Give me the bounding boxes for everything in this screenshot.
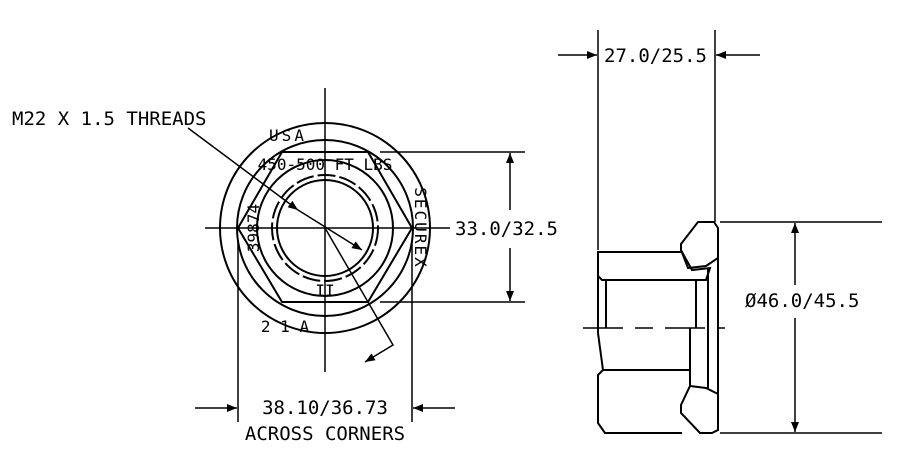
thread-label: M22 X 1.5 THREADS (12, 108, 206, 130)
section-hatch-top (597, 251, 712, 281)
diameter-dimension: Ø46.0/45.5 (745, 290, 859, 312)
front-view: USA 450-500 FT LBS SECUREX 39874 II 2 1 … (12, 88, 558, 445)
stamp-part-number: 39874 (244, 204, 263, 252)
thread-leader (187, 127, 299, 211)
across-corners-caption: ACROSS CORNERS (245, 423, 405, 445)
hex-chamfer-circle (256, 159, 394, 297)
side-view: 27.0/25.5 Ø46.0/45.5 (558, 30, 882, 434)
thread-minor-circle (276, 179, 374, 277)
hex-flats-dimension: 33.0/32.5 (455, 218, 558, 240)
stamp-lot: 2 1 A (261, 317, 310, 336)
stamp-torque: 450-500 FT LBS (258, 155, 393, 174)
flange-outer-circle (219, 122, 431, 334)
stamp-grade: II (315, 281, 334, 300)
stamp-securex: SECUREX (411, 187, 430, 268)
section-hatch-flange-bottom (680, 384, 719, 434)
thread-major-circle (271, 174, 379, 282)
width-dimension: 27.0/25.5 (604, 45, 707, 67)
stamp-leader (324, 227, 395, 363)
section-hatch-flange-top (680, 221, 719, 270)
hex-outline (236, 151, 414, 303)
stamp-usa: USA (269, 126, 307, 145)
body-outline (597, 276, 682, 434)
across-corners-dimension: 38.10/36.73 (262, 397, 388, 419)
thread-leader-2 (297, 209, 363, 251)
